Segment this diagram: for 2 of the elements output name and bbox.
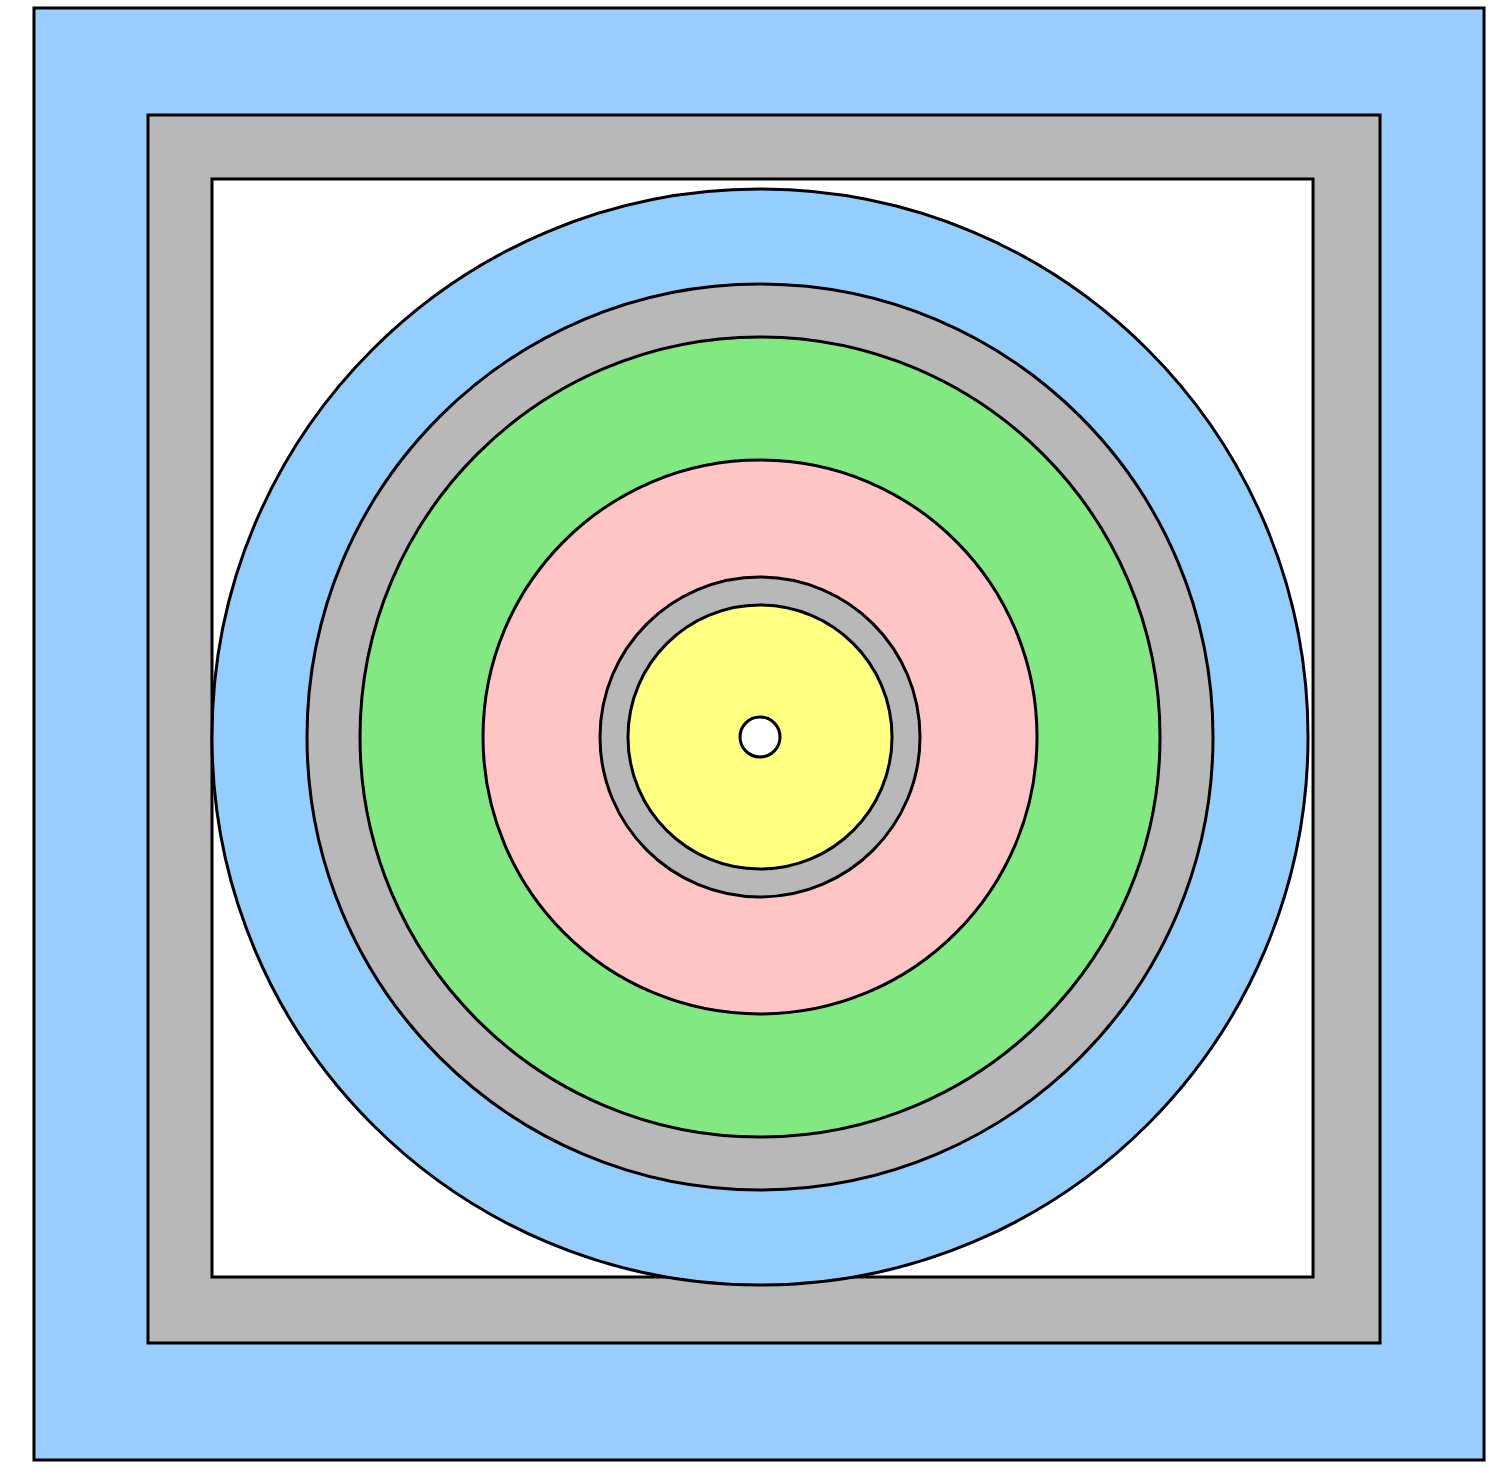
center-dot	[738, 715, 782, 759]
disc	[626, 603, 894, 871]
